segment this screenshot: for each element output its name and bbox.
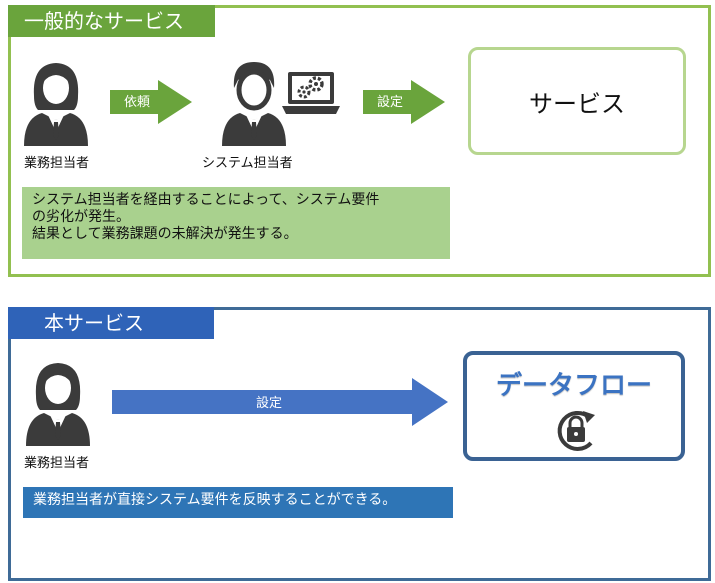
data-flow-box: データフロー bbox=[463, 351, 685, 461]
business-person-icon bbox=[24, 63, 88, 146]
general-note-line: システム担当者を経由することによって、システム要件 bbox=[32, 192, 380, 208]
general-service-panel bbox=[8, 5, 711, 277]
actor2-label: システム担当者 bbox=[202, 156, 293, 171]
service-box-label: サービス bbox=[529, 89, 625, 118]
actor1-label: 業務担当者 bbox=[24, 156, 90, 171]
this-service-panel bbox=[8, 307, 711, 581]
this-service-note: 業務担当者が直接システム要件を反映することができる。 bbox=[23, 487, 453, 518]
laptop-gear-icon bbox=[282, 72, 340, 114]
request-arrow-label: 依頼 bbox=[124, 95, 151, 110]
general-note-line: の劣化が発生。 bbox=[32, 209, 130, 225]
data-flow-title: データフロー bbox=[495, 371, 652, 401]
setting-arrow-general bbox=[363, 80, 445, 124]
general-note: システム担当者を経由することによって、システム要件 の劣化が発生。 結果として業… bbox=[22, 187, 450, 259]
business-person-icon bbox=[26, 363, 90, 446]
lock-refresh-icon bbox=[557, 411, 595, 451]
setting-arrow-service bbox=[112, 378, 448, 426]
service-box: サービス bbox=[468, 47, 686, 155]
setting-arrow-general-label: 設定 bbox=[377, 95, 404, 110]
this-service-title: 本サービス bbox=[8, 307, 214, 339]
general-service-title: 一般的なサービス bbox=[8, 5, 215, 37]
actor-label: 業務担当者 bbox=[24, 456, 90, 471]
system-person-icon bbox=[222, 62, 286, 146]
general-note-line: 結果として業務課題の未解決が発生する。 bbox=[32, 226, 298, 242]
setting-arrow-service-label: 設定 bbox=[256, 396, 283, 411]
request-arrow bbox=[110, 80, 192, 124]
